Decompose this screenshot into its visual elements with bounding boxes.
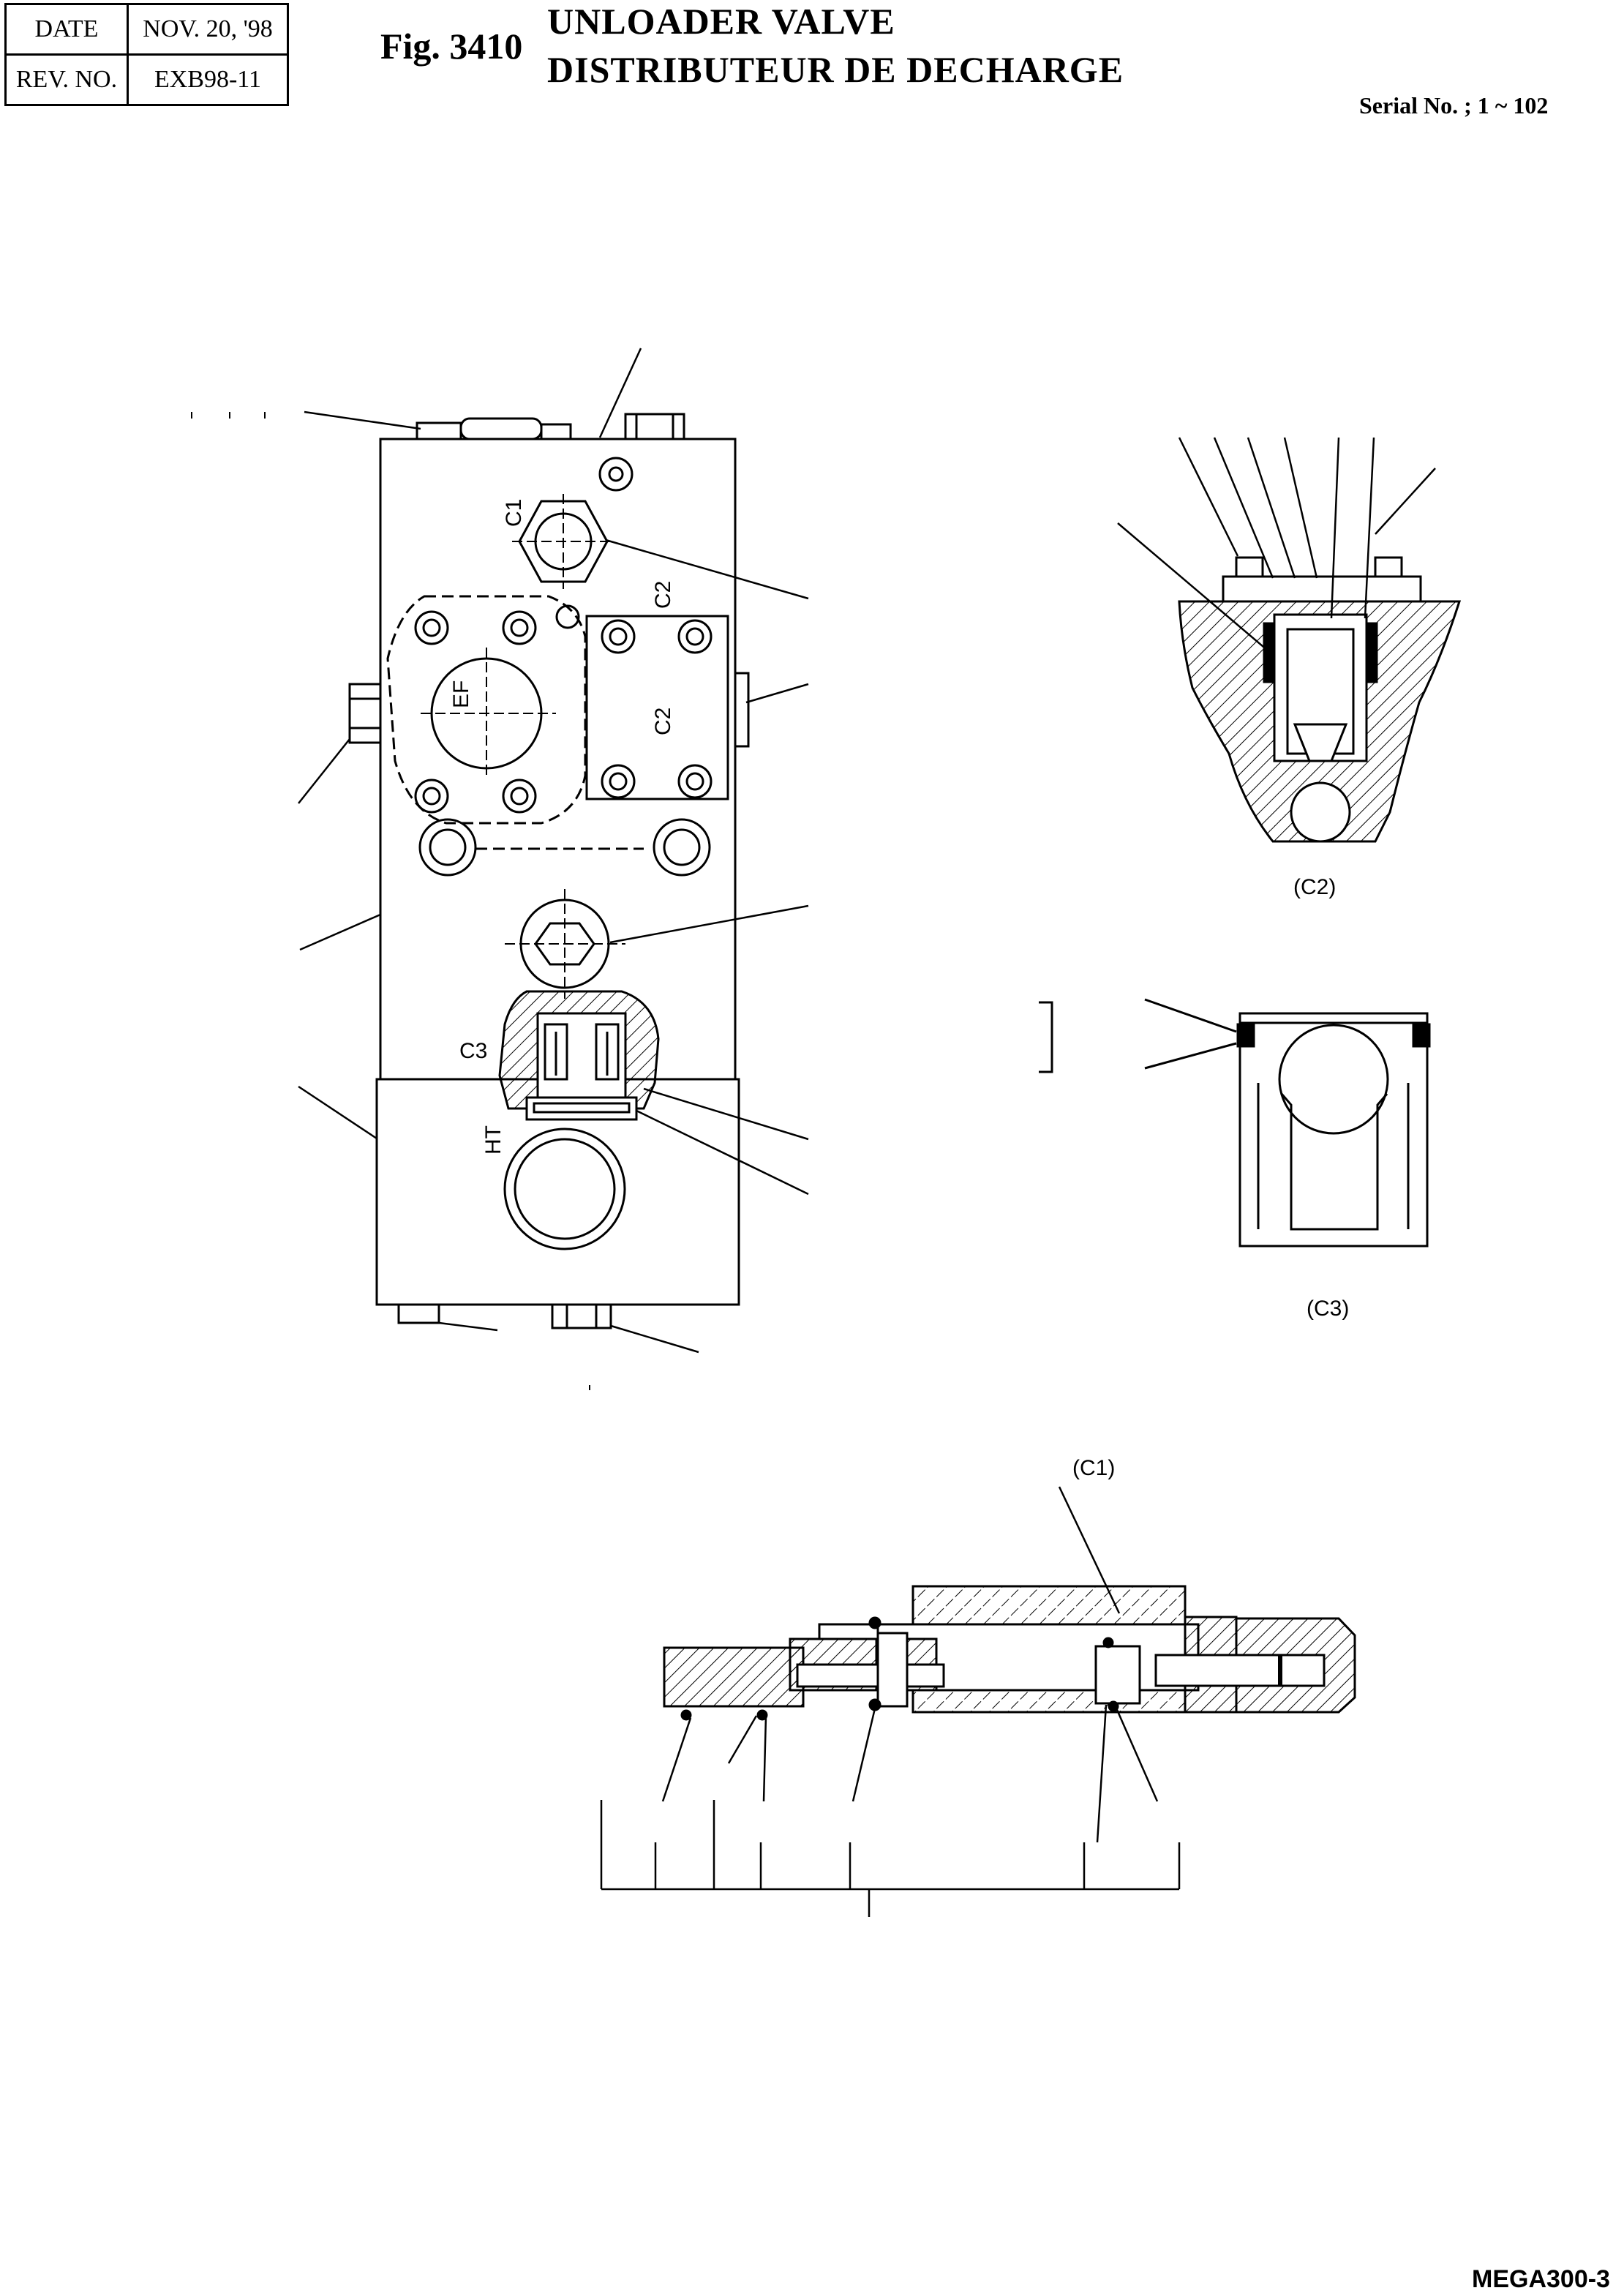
title-english: UNLOADER VALVE [547,1,895,42]
mounting-bolts [418,818,711,877]
port-ef-label: EF [449,680,473,708]
page-code: MEGA300-3 [1472,2265,1610,2293]
port-c1-label: C1 [502,499,526,527]
ht-port [503,1128,626,1250]
detail-c2-caption: (C2) [1293,875,1336,899]
rev-value: EXB98-11 [127,53,289,106]
detail-c2-leaders [1117,437,1436,656]
detail-c2-section [1178,556,1462,843]
rev-label: REV. NO. [4,53,129,106]
detail-c1-leaders [661,1486,1159,1843]
valve-body [348,413,750,1329]
detail-c3-section [1039,998,1431,1248]
c2-flange [585,615,729,800]
detail-c1-section [663,1585,1356,1721]
c3-cutaway [498,990,660,1121]
detail-c1-caption: (C1) [1072,1456,1115,1480]
ef-flange [386,595,644,850]
c1-hex-plug [512,494,614,589]
port-c2-box-label: C2 [651,708,675,735]
date-label: DATE [4,3,129,56]
revision-table: DATE NOV. 20, '98 REV. NO. EXB98-11 [4,3,289,106]
detail-c3-caption: (C3) [1307,1297,1349,1321]
tick-marks [191,412,590,1390]
leader-lines-main [298,348,809,1354]
middle-plug [505,889,625,999]
port-c3-label: C3 [459,1039,487,1063]
port-ht-label: HT [481,1125,505,1155]
date-value: NOV. 20, '98 [127,3,289,56]
serial-range: Serial No. ; 1 ~ 102 [1359,92,1549,119]
top-port-plug [598,457,634,492]
port-c2-top-label: C2 [651,581,675,609]
title-french: DISTRIBUTEUR DE DECHARGE [547,49,1124,90]
figure-number: Fig. 3410 [380,26,523,67]
detail-c1-bracket [600,1800,1181,1917]
